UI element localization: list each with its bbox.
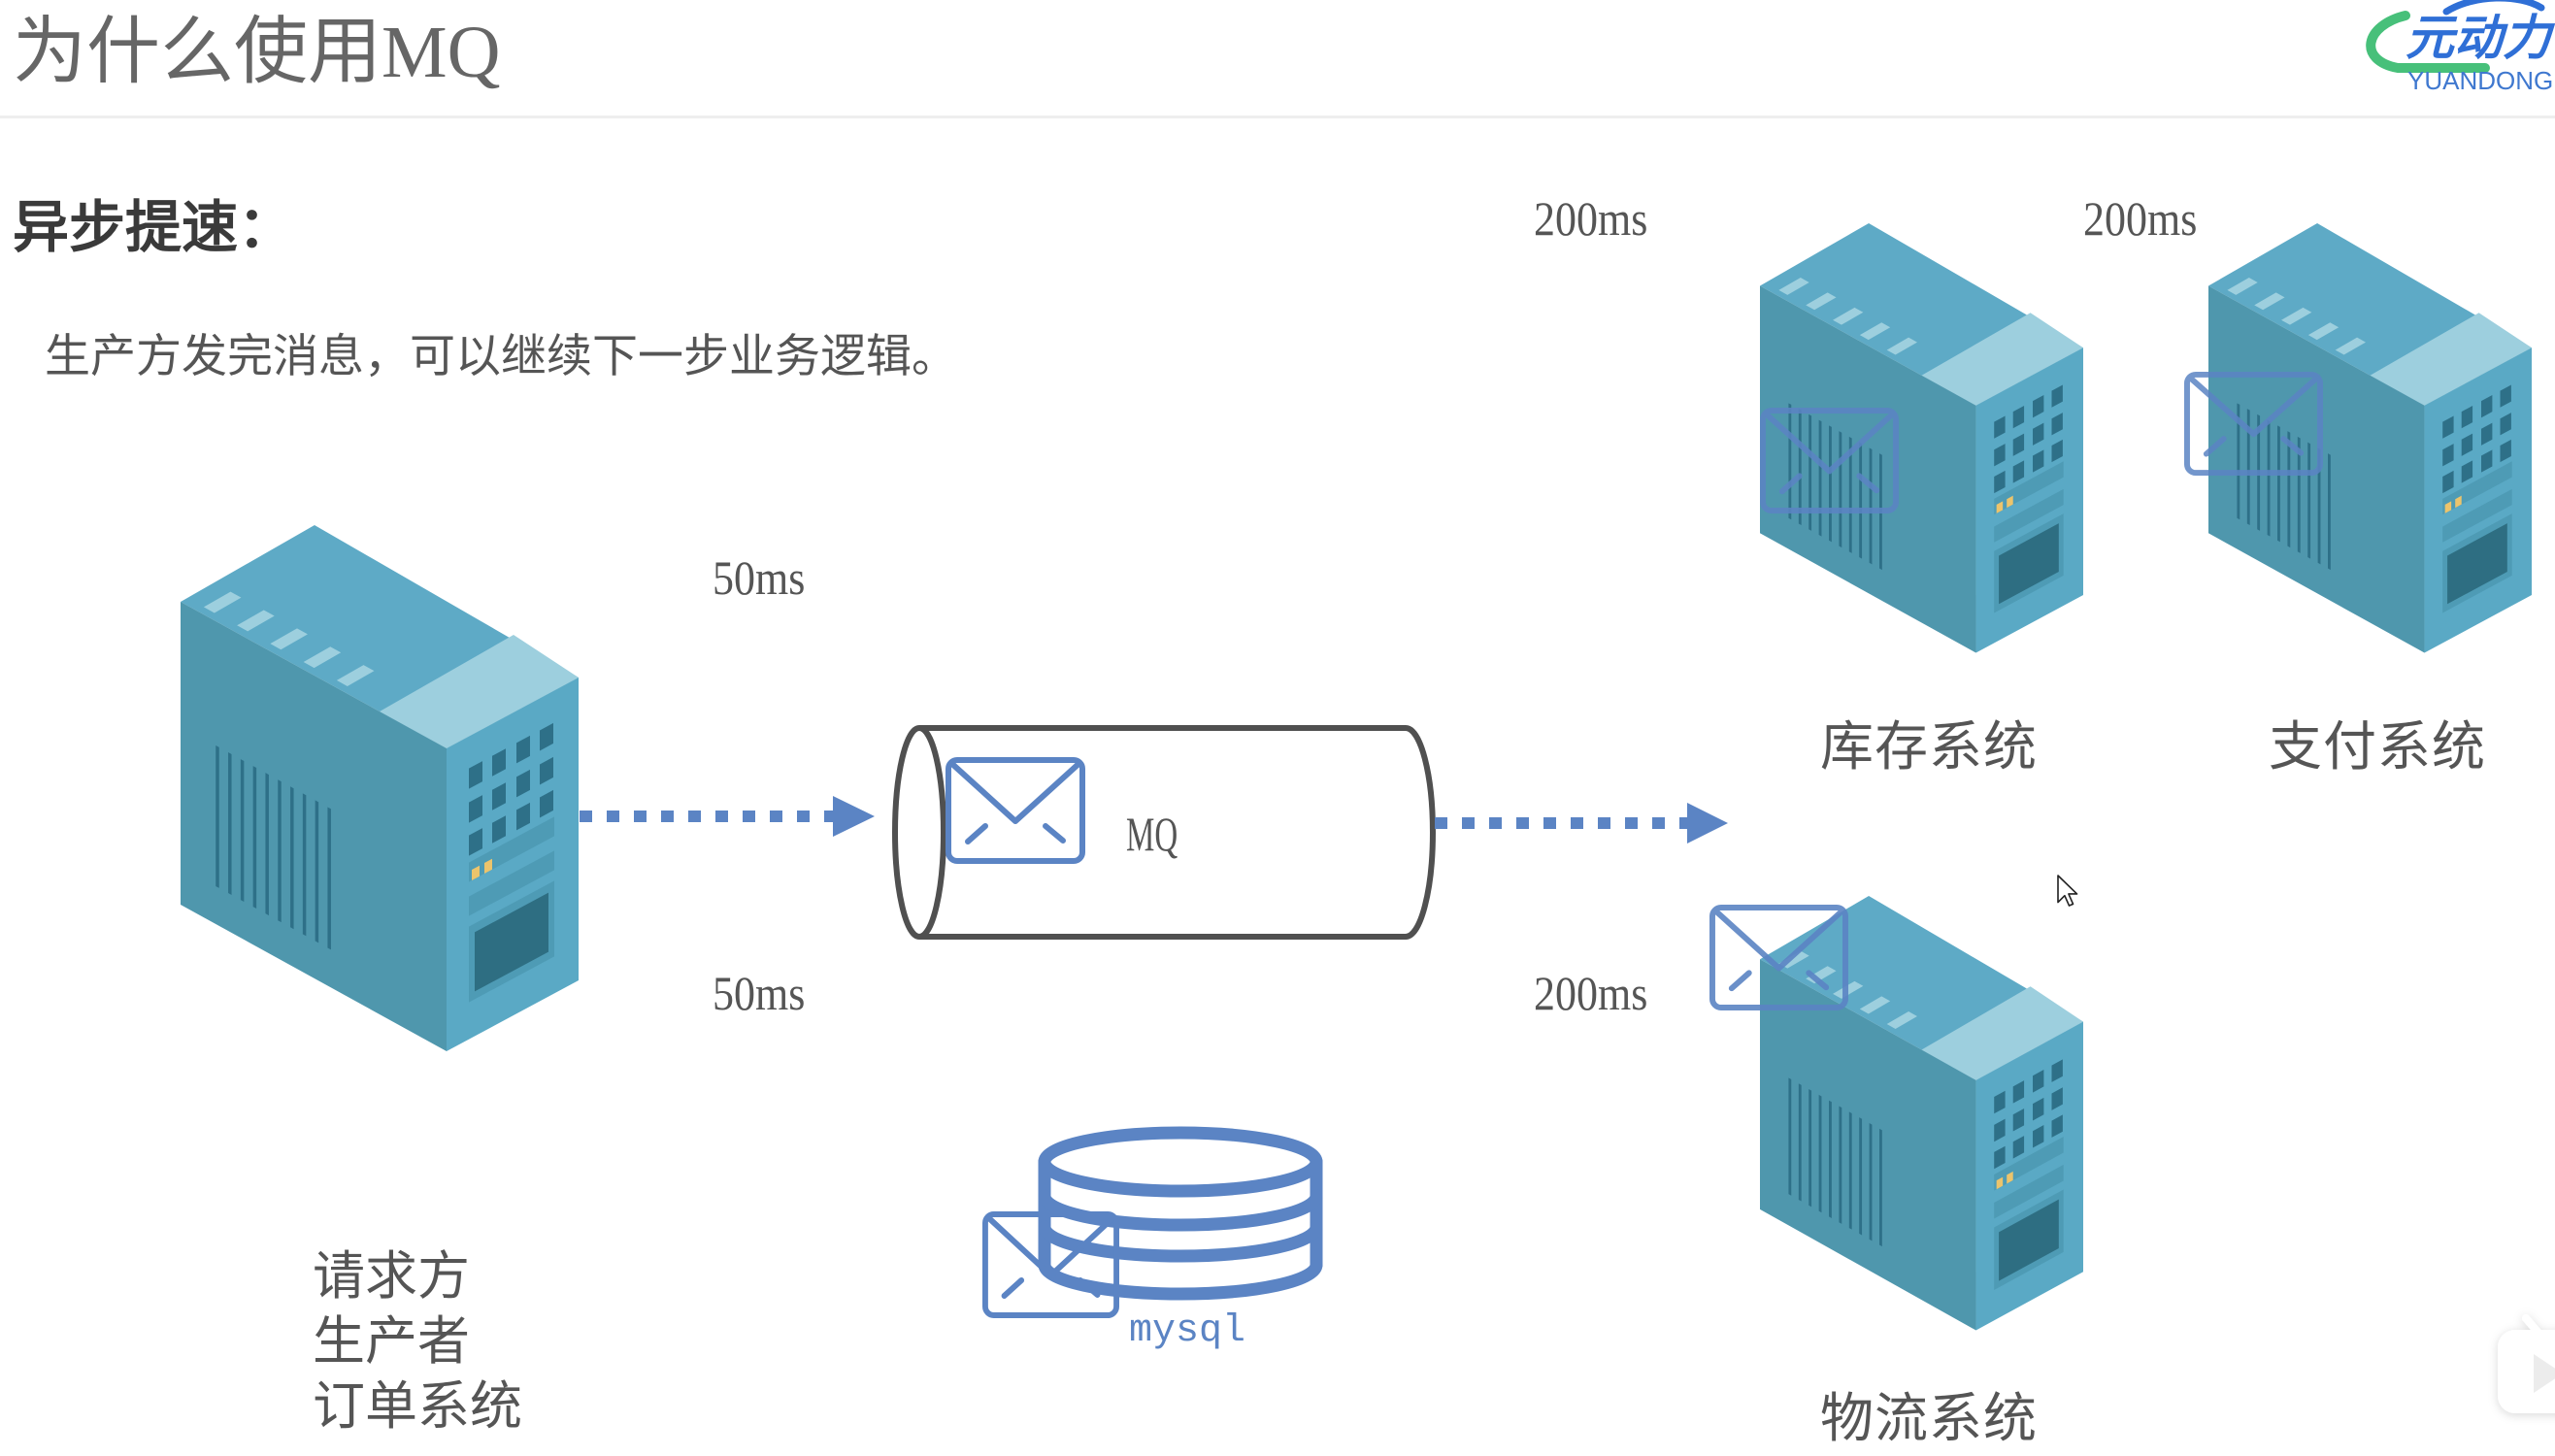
arrow-producer-to-mq (580, 796, 875, 837)
producer-label-requester: 请求方 (313, 1247, 470, 1306)
database-icon (1038, 1126, 1323, 1301)
producer-label-producer: 生产者 (313, 1312, 470, 1371)
producer-labels: 请求方 生产者 订单系统 (313, 1244, 522, 1439)
logo-brand-en: YUANDONGLI (2407, 66, 2555, 95)
database-label: mysql (1129, 1309, 1246, 1353)
latency-label-producer-to-db: 50ms (713, 966, 806, 1020)
logo-brand-cn: 元动力 (2406, 11, 2555, 65)
mouse-cursor-icon (2057, 875, 2078, 907)
payment-server-icon (2208, 223, 2532, 654)
arrow-head-icon (833, 796, 875, 837)
queue-label: MQ (1126, 807, 1178, 861)
arrow-head-icon (1687, 803, 1728, 844)
producer-label-order-system: 订单系统 (313, 1377, 522, 1436)
section-heading: 异步提速： (13, 196, 295, 259)
inventory-server-icon (1760, 223, 2083, 654)
title-divider (0, 116, 2555, 118)
arrow-mq-to-consumers (1435, 803, 1728, 844)
message-queue-cylinder-icon (892, 725, 1436, 940)
consumer-label-inventory: 库存系统 (1820, 717, 2039, 777)
logo-swoosh-green-icon (2366, 11, 2490, 73)
latency-label-payment: 200ms (2083, 191, 2198, 246)
section-description: 生产方发完消息，可以继续下一步业务逻辑。 (45, 332, 957, 382)
logistics-server-icon (1760, 896, 2083, 1332)
consumer-label-logistics: 物流系统 (1820, 1389, 2039, 1448)
logo-swoosh-blue-icon (2442, 0, 2545, 16)
producer-server-icon (181, 525, 579, 1053)
latency-label-logistics: 200ms (1534, 966, 1648, 1020)
latency-label-producer-to-mq: 50ms (713, 550, 806, 605)
latency-label-inventory: 200ms (1534, 191, 1648, 246)
page-title: 为什么使用MQ (13, 12, 501, 93)
video-watermark-icon (2498, 1314, 2555, 1413)
consumer-label-payment: 支付系统 (2269, 717, 2487, 777)
brand-logo: 元动力 YUANDONGLI (2366, 0, 2555, 95)
